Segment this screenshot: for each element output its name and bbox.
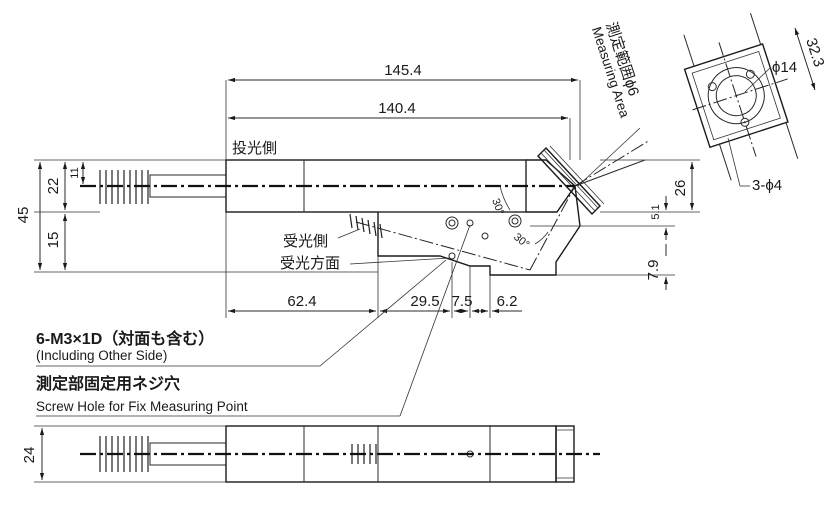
dim-6-2: 6.2 — [497, 293, 518, 310]
mount-hole-5 — [448, 252, 456, 260]
dim-7-5: 7.5 — [452, 293, 473, 310]
dim-32-3: 32.3 — [802, 36, 827, 69]
label-emitter-side: 投光側 — [232, 140, 277, 157]
note-tap-sub: (Including Other Side) — [36, 348, 167, 363]
dim-62-4: 62.4 — [287, 293, 316, 310]
dim-29-5: 29.5 — [410, 293, 439, 310]
receiver-body — [377, 185, 581, 276]
end-hole-a — [707, 82, 717, 92]
notes: 6-M3×1D（対面も含む） (Including Other Side) 測定… — [36, 224, 471, 417]
dim-26: 26 — [672, 180, 689, 197]
dim-3-phi4: 3-ϕ4 — [752, 177, 782, 194]
dim-24: 24 — [21, 447, 38, 464]
angle-label-2: 30° — [511, 231, 531, 251]
dim-phi14: ϕ14 — [772, 59, 797, 76]
dim-5-1: 5.1 — [650, 204, 662, 219]
mount-hole-4 — [481, 232, 489, 240]
receiver-cable-spring — [349, 213, 383, 239]
dim-22: 22 — [45, 178, 62, 195]
angle-label-1: 30° — [489, 197, 506, 217]
end-hole-b — [745, 69, 755, 79]
lens-plate — [537, 145, 605, 216]
dim-15: 15 — [45, 232, 62, 249]
note-tap-title: 6-M3×1D（対面も含む） — [36, 329, 214, 348]
note-screw-sub: Screw Hole for Fix Measuring Point — [36, 399, 248, 414]
dim-145-4: 145.4 — [384, 62, 422, 79]
mount-hole-1 — [445, 216, 459, 230]
mount-hole-3 — [508, 214, 522, 228]
label-receiver-side: 受光側 — [283, 233, 328, 250]
dim-140-4: 140.4 — [378, 100, 416, 117]
end-view: 32.3 ϕ14 3-ϕ4 — [683, 13, 827, 194]
dim-7-9: 7.9 — [645, 260, 662, 281]
label-receiver-face: 受光方面 — [280, 255, 340, 272]
dim-45: 45 — [15, 207, 32, 224]
side-view: 24 — [21, 425, 600, 483]
top-view: 145.4 140.4 45 22 11 15 26 5.1 7.9 — [15, 20, 700, 318]
note-screw-title: 測定部固定用ネジ穴 — [36, 374, 180, 393]
dim-11: 11 — [69, 167, 81, 178]
